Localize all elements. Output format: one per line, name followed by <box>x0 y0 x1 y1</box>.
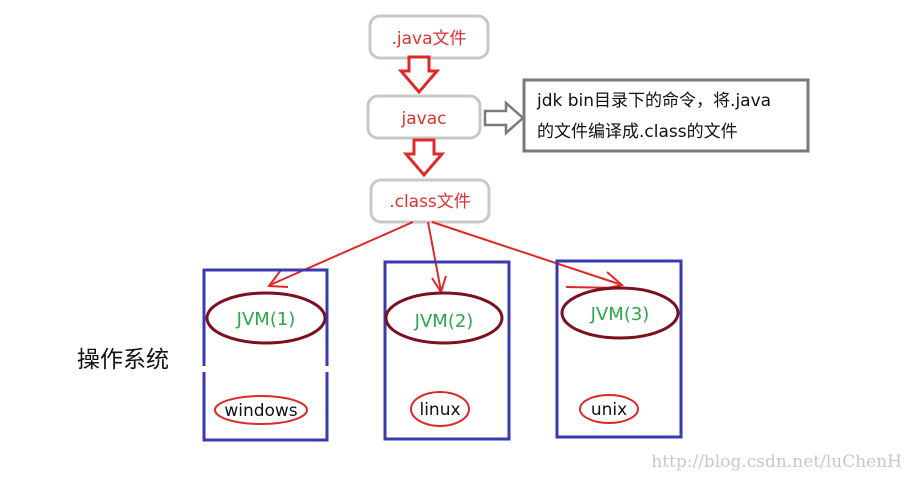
platform-box-1 <box>202 268 329 442</box>
os-ellipse-2 <box>410 391 470 427</box>
class-file-label: .class文件 <box>389 192 471 212</box>
javac-box <box>366 94 482 140</box>
platform-unix: JVM(3) unix <box>555 259 683 439</box>
javac-note-line1: jdk bin目录下的命令，将.java <box>536 91 771 111</box>
os-ellipse-3 <box>579 394 639 424</box>
os-name-3: unix <box>591 400 627 420</box>
class-file-box <box>369 178 491 224</box>
javac-note-line2: 的文件编译成.class的文件 <box>537 122 738 142</box>
os-name-1: windows <box>224 401 297 421</box>
os-name-2: linux <box>419 400 460 420</box>
down-arrow-2 <box>402 138 446 178</box>
platform-box-2 <box>383 260 511 441</box>
arrow-to-jvm3 <box>431 221 623 286</box>
platform-linux: JVM(2) linux <box>383 260 511 441</box>
java-file-label: .java文件 <box>391 29 466 49</box>
arrow-to-jvm2 <box>427 221 442 292</box>
platform-box-3 <box>555 259 683 439</box>
jvm-label-3: JVM(3) <box>590 304 650 325</box>
jvm-label-1: JVM(1) <box>236 309 296 330</box>
os-ellipse-1 <box>214 395 308 425</box>
arrow-to-jvm1-head <box>267 269 289 288</box>
os-label: 操作系统 <box>77 347 169 373</box>
jvm-ellipse-2 <box>384 291 504 345</box>
jvm-ellipse-1 <box>205 291 327 345</box>
down-arrow-1 <box>397 55 441 95</box>
javac-label: javac <box>401 109 447 129</box>
jvm-ellipse-3 <box>560 286 680 340</box>
platform-windows: JVM(1) windows <box>201 268 330 442</box>
arrow-to-jvm1 <box>269 221 414 286</box>
watermark: http://blog.csdn.net/luChenH <box>651 452 902 472</box>
javac-note-box <box>522 78 810 153</box>
note-arrow <box>483 100 525 136</box>
jvm-label-2: JVM(2) <box>414 311 474 332</box>
